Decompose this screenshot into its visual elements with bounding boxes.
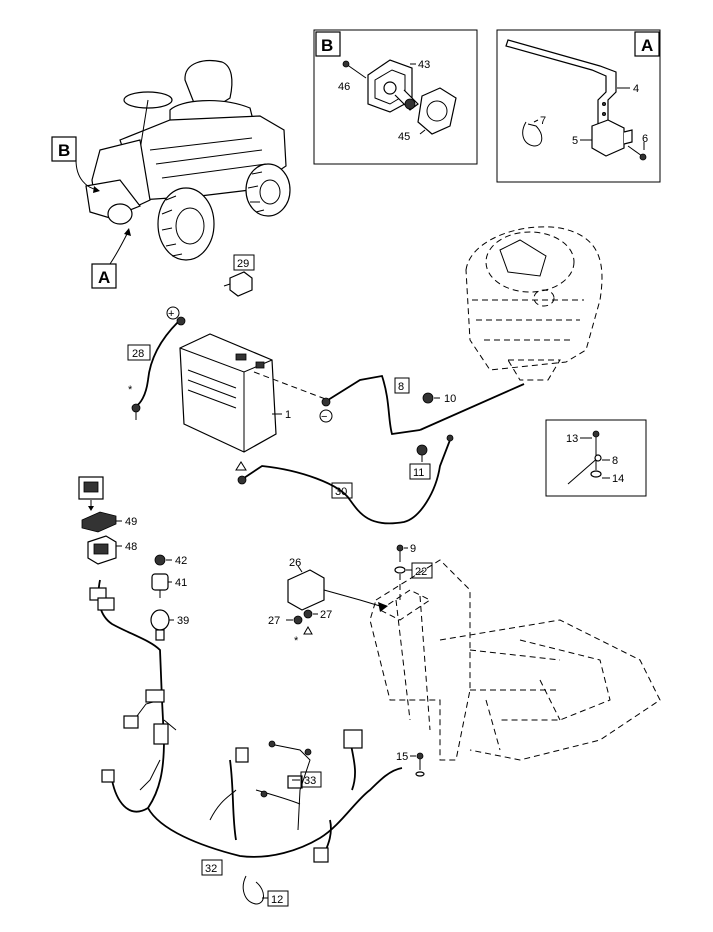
nut-27-right	[303, 609, 313, 635]
plus-symbol: +	[168, 308, 174, 320]
inset-b: B 43 46 45	[313, 29, 478, 165]
label-32: 32	[205, 863, 217, 875]
detail-box: 13 8 14	[545, 419, 647, 497]
nut-27-left: *	[293, 615, 303, 647]
callout-b: B	[51, 136, 100, 193]
label-9: 9	[410, 543, 416, 555]
label-26: 26	[289, 557, 301, 569]
label-33: 33	[304, 775, 316, 787]
rider-mower-illustration	[85, 59, 291, 261]
label-46: 46	[338, 81, 350, 93]
cable-tie-12	[242, 875, 264, 905]
screw-6	[627, 145, 647, 161]
label-43: 43	[418, 59, 430, 71]
label-39: 39	[177, 615, 189, 627]
wiring-harness-32	[89, 579, 403, 863]
negative-cable-8	[253, 371, 421, 436]
svg-text:*: *	[128, 384, 133, 396]
label-48: 48	[125, 541, 137, 553]
label-12: 12	[271, 894, 283, 906]
switch-5	[591, 119, 633, 157]
nut-10	[422, 392, 434, 404]
battery-1	[179, 333, 277, 453]
switch-41	[151, 573, 169, 598]
switch-39	[150, 609, 170, 641]
bolt-15	[415, 752, 425, 777]
label-22: 22	[415, 566, 427, 578]
minus-symbol: −	[321, 411, 327, 423]
label-1: 1	[285, 409, 291, 421]
switch-cover-49	[81, 511, 117, 533]
nut-42	[154, 554, 166, 566]
label-15: 15	[396, 751, 408, 763]
cable-30	[237, 434, 454, 525]
screw-46	[342, 60, 367, 79]
label-10: 10	[444, 393, 456, 405]
label-5: 5	[572, 135, 578, 147]
cable-tie-7	[522, 121, 543, 147]
label-27b: 27	[320, 609, 332, 621]
positive-cable-28	[131, 316, 186, 413]
switch-48	[87, 535, 117, 565]
bracket-4	[505, 39, 617, 129]
label-45: 45	[398, 131, 410, 143]
engine-outline	[465, 226, 603, 381]
label-42: 42	[175, 555, 187, 567]
label-28: 28	[132, 348, 144, 360]
callout-a-letter: A	[98, 268, 110, 287]
sensor-26	[287, 569, 388, 612]
label-11: 11	[413, 467, 424, 479]
label-6: 6	[642, 133, 648, 145]
inset-a-letter: A	[641, 36, 653, 55]
label-41: 41	[175, 577, 187, 589]
callout-b-letter: B	[58, 141, 70, 160]
label-4: 4	[633, 83, 639, 95]
label-49: 49	[125, 516, 137, 528]
label-7: 7	[540, 115, 546, 127]
label-27a: 27	[268, 615, 280, 627]
washer-22	[394, 566, 406, 604]
svg-text:*: *	[294, 635, 299, 647]
inset-b-letter: B	[321, 36, 333, 55]
label-8: 8	[398, 381, 404, 393]
callout-a: A	[91, 228, 131, 289]
label-8b: 8	[612, 455, 618, 467]
label-30: 30	[335, 486, 347, 498]
nut-11	[416, 444, 428, 462]
label-29: 29	[237, 258, 249, 270]
label-14: 14	[612, 473, 624, 485]
label-13: 13	[566, 433, 578, 445]
frame-outline	[369, 559, 661, 761]
decal-icon	[78, 476, 104, 511]
inset-a: A 4 7 5 6	[496, 29, 661, 183]
bolt-9	[396, 544, 404, 562]
relay-29	[223, 271, 253, 297]
ignition-switch	[367, 59, 419, 113]
gasket-45	[417, 87, 457, 135]
